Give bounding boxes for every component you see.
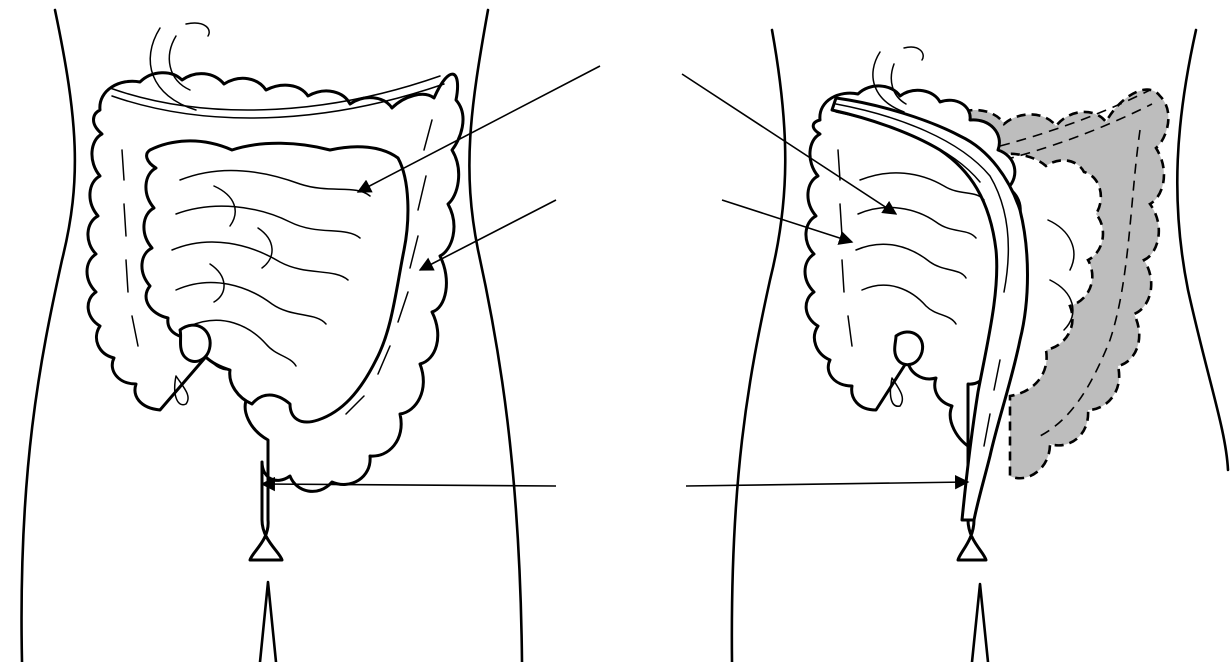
left-torso-right-edge <box>469 10 522 662</box>
right-groin-mark <box>972 584 988 662</box>
right-torso-right-edge <box>1177 30 1228 470</box>
right-arrow-rectum <box>686 482 968 486</box>
left-groin-mark <box>260 582 276 662</box>
right-panel <box>682 30 1228 662</box>
left-appendix-loop <box>180 325 210 361</box>
left-panel <box>22 10 600 662</box>
right-appendix-loop <box>895 332 923 365</box>
left-torso-left-edge <box>22 10 75 662</box>
